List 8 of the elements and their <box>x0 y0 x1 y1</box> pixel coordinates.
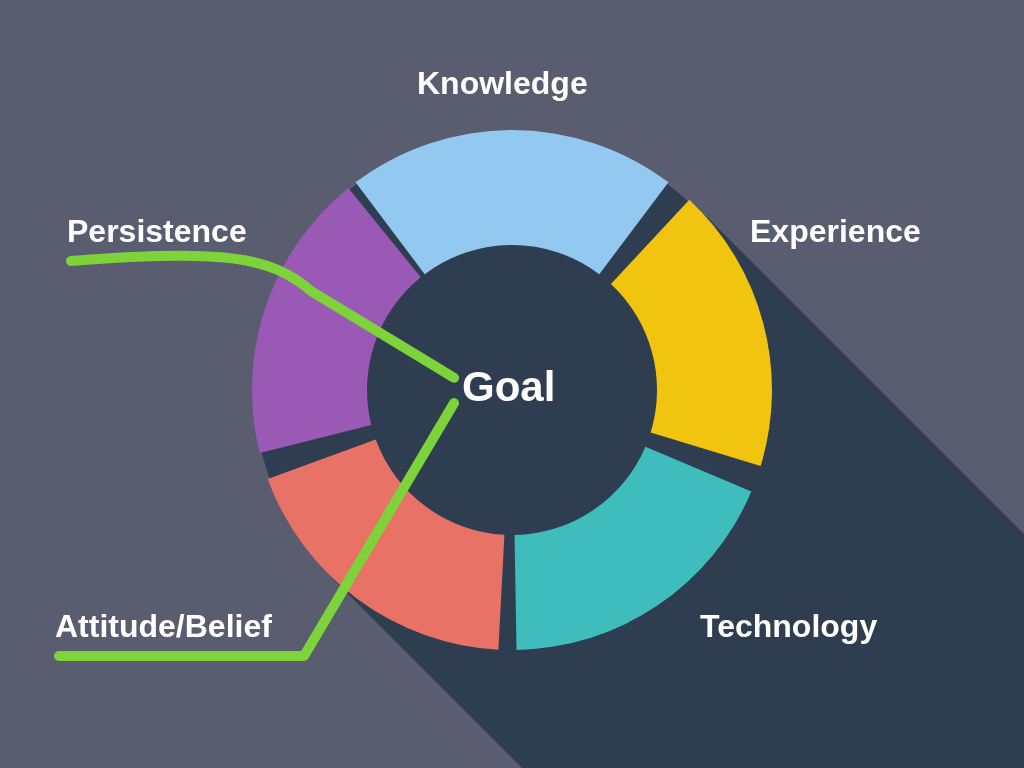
segment-label: Experience <box>750 214 921 250</box>
segment-label: Knowledge <box>417 66 588 102</box>
segment-label: Technology <box>700 609 878 645</box>
center-label: Goal <box>462 364 556 411</box>
segment-label: Persistence <box>67 214 247 250</box>
segment-label: Attitude/Belief <box>55 609 272 645</box>
leader-line <box>66 250 459 383</box>
leader-line <box>54 398 459 661</box>
